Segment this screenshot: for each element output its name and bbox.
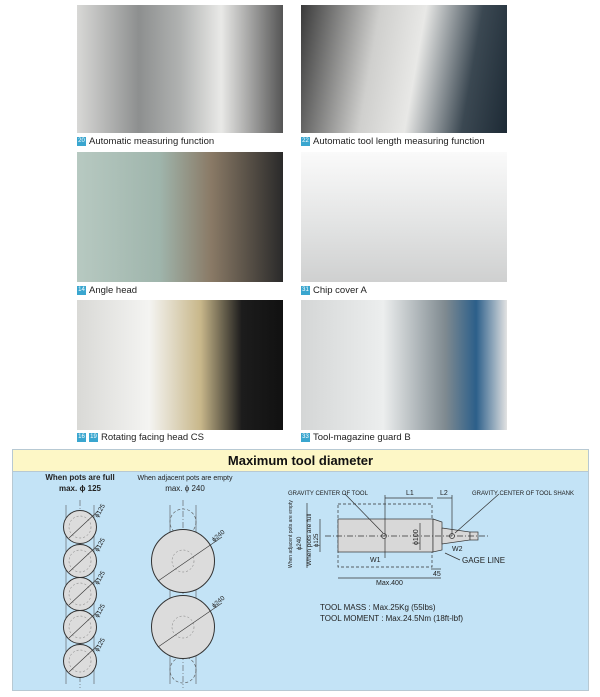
empty-side-value: ϕ240: [297, 536, 303, 550]
d125-label: ϕ125: [94, 503, 107, 519]
photo-chip-cover: [301, 152, 507, 282]
photo-tool-magazine-guard: [301, 300, 507, 430]
empty-max: max. ϕ 240: [165, 484, 205, 493]
d240-label: ϕ240: [211, 595, 227, 610]
full-label: When pots are full: [45, 473, 114, 482]
number-badge: 33: [301, 433, 310, 442]
number-badge: 16: [77, 433, 86, 442]
d125-label: ϕ125: [94, 570, 107, 586]
number-badge: 31: [301, 286, 310, 295]
pot-circle-240: [151, 595, 215, 659]
full-side-value: ϕ125: [314, 533, 320, 547]
w1-label: W1: [370, 557, 381, 564]
number-badge: 20: [77, 137, 86, 146]
d125-label: ϕ125: [94, 637, 107, 653]
l2-label: L2: [440, 490, 448, 497]
gc-tool-label: GRAVITY CENTER OF TOOL: [288, 491, 369, 497]
gage-line-label: GAGE LINE: [462, 556, 505, 565]
tool-mass: TOOL MASS : Max.25Kg (55lbs): [320, 603, 436, 612]
d100-label: ϕ100: [413, 529, 420, 545]
pot-circle-240: [151, 529, 215, 593]
pot-circle-125: [63, 610, 97, 644]
caption-text: Tool-magazine guard B: [313, 432, 411, 443]
caption-text: Automatic tool length measuring function: [313, 136, 485, 147]
gc-shank-label: GRAVITY CENTER OF TOOL SHANK: [472, 491, 574, 497]
caption-text: Angle head: [89, 285, 138, 296]
photo-rotating-facing-head: [77, 300, 283, 430]
full-side-label: When pots are full: [306, 513, 313, 566]
number-badge: 14: [77, 286, 86, 295]
pot-circle-125: [63, 644, 97, 678]
max-400: Max.400: [376, 580, 403, 587]
caption-text: Chip cover A: [313, 285, 367, 296]
empty-side-label: When adjacent pots are empty: [288, 500, 294, 568]
caption-text: Rotating facing head CS: [101, 432, 204, 443]
l1-label: L1: [406, 490, 414, 497]
d125-label: ϕ125: [94, 603, 107, 619]
d240-label: ϕ240: [211, 529, 227, 544]
empty-label: When adjacent pots are empty: [138, 475, 233, 482]
pot-circle-125: [63, 510, 97, 544]
caption-text: Automatic measuring function: [89, 136, 215, 147]
pot-circle-125: [63, 577, 97, 611]
tool-moment: TOOL MOMENT : Max.24.5Nm (18ft-lbf): [320, 614, 463, 623]
number-badge: 19: [89, 433, 98, 442]
number-badge: 22: [301, 137, 310, 146]
photo-automatic-measuring: [77, 5, 283, 133]
w2-label: W2: [452, 546, 463, 553]
dim-45: 45: [433, 571, 441, 578]
d125-label: ϕ125: [94, 537, 107, 553]
full-max: max. ϕ 125: [59, 484, 102, 493]
panel-title: Maximum tool diameter: [13, 450, 588, 472]
max-tool-diameter-panel: Maximum tool diameter: [12, 449, 589, 691]
photo-tool-length-measuring: [301, 5, 507, 133]
pot-circle-125: [63, 544, 97, 578]
photo-angle-head: [77, 152, 283, 282]
